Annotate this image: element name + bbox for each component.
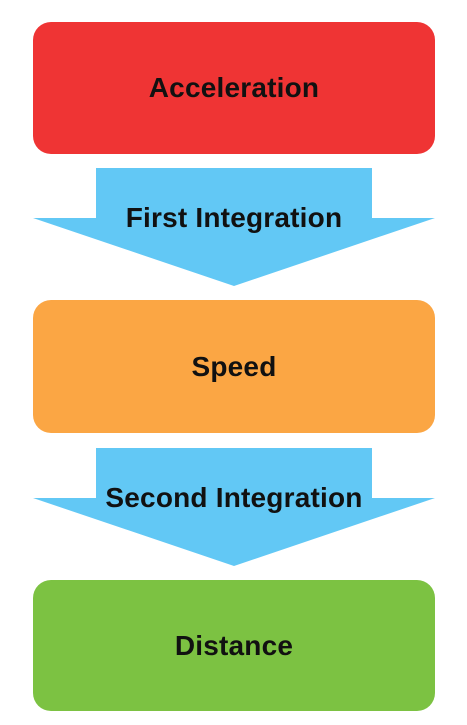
down-arrow-icon xyxy=(33,168,435,286)
second-integration-arrow: Second Integration xyxy=(33,448,435,566)
distance-label: Distance xyxy=(174,629,294,661)
first-arrow-shape xyxy=(33,168,435,286)
acceleration-label: Acceleration xyxy=(148,72,320,103)
second-arrow-shape xyxy=(33,448,435,566)
acceleration-box: Acceleration xyxy=(33,22,435,154)
first-integration-arrow: First Integration xyxy=(33,168,435,286)
speed-box: Speed xyxy=(33,300,435,433)
distance-box: Distance xyxy=(33,580,435,711)
down-arrow-icon xyxy=(33,448,435,566)
first-integration-label: First Integration xyxy=(125,202,343,233)
speed-label: Speed xyxy=(191,350,277,382)
second-integration-label: Second Integration xyxy=(105,482,363,513)
